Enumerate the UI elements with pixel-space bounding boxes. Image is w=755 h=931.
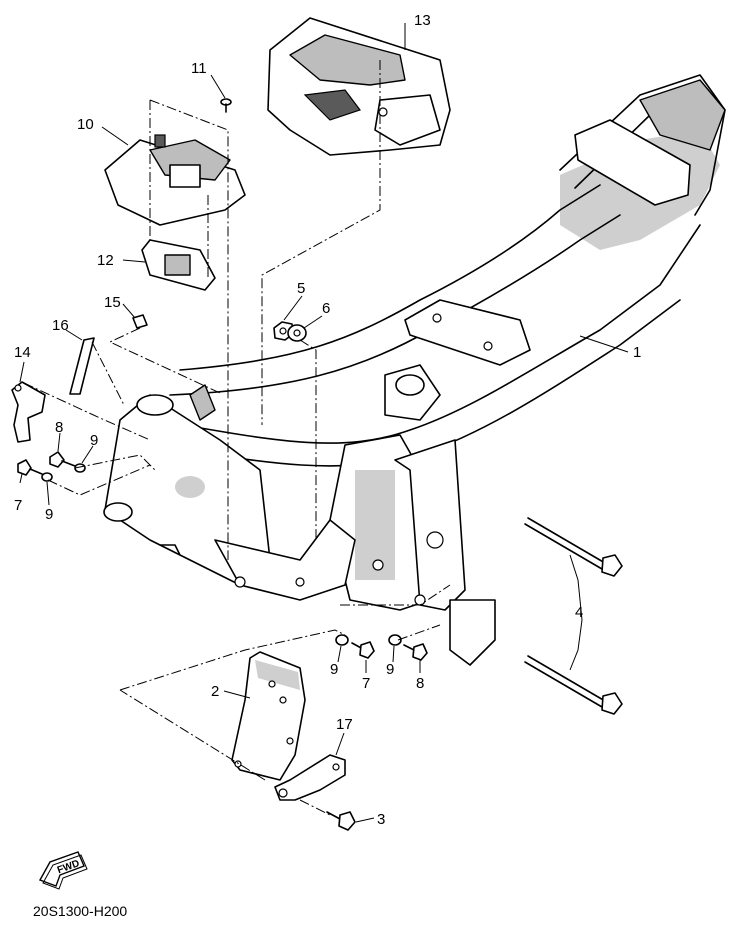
- callout-8-left: 8: [55, 419, 63, 436]
- callout-8-bottom: 8: [416, 675, 424, 692]
- washer-part-9-left-b: [41, 472, 53, 482]
- callout-2: 2: [211, 683, 219, 700]
- main-frame: [103, 74, 726, 666]
- washer-part-9-bottom-b: [388, 634, 402, 646]
- callout-3: 3: [377, 811, 385, 828]
- bracket-part-14: [11, 381, 46, 443]
- callout-7-bottom: 7: [362, 675, 370, 692]
- fwd-arrow-icon: FWD: [38, 851, 88, 890]
- callout-7-left: 7: [14, 497, 22, 514]
- callout-6: 6: [322, 300, 330, 317]
- callout-1: 1: [633, 344, 641, 361]
- plate-part-2: [231, 651, 306, 781]
- long-bolt-part-4-upper: [524, 517, 623, 577]
- long-bolt-part-4-lower: [524, 655, 623, 715]
- callout-16: 16: [52, 317, 69, 334]
- diagram-reference-code: 20S1300-H200: [33, 903, 128, 919]
- washer-part-6: [287, 324, 307, 342]
- callout-9-bottom-b: 9: [386, 661, 394, 678]
- callout-10: 10: [77, 116, 94, 133]
- callout-13: 13: [414, 12, 431, 29]
- holder-part-10: [104, 134, 246, 226]
- callout-11: 11: [191, 60, 207, 77]
- callout-15: 15: [104, 294, 121, 311]
- bolt-part-3: [326, 811, 356, 831]
- callout-9-left-a: 9: [90, 432, 98, 449]
- callout-12: 12: [97, 252, 114, 269]
- callout-5: 5: [297, 280, 305, 297]
- leader-lines: [19, 23, 629, 823]
- bolt-part-7-left: [17, 459, 43, 476]
- bracket-part-17: [274, 754, 346, 801]
- pad-part-16: [69, 337, 95, 395]
- bolt-part-15: [132, 314, 148, 329]
- callout-14: 14: [14, 344, 31, 361]
- bolt-part-7-bottom: [351, 641, 375, 659]
- screw-part-11: [220, 98, 232, 113]
- callout-17: 17: [336, 716, 353, 733]
- callout-9-bottom-a: 9: [330, 661, 338, 678]
- assembly-lines: [23, 60, 451, 816]
- callout-9-left-b: 9: [45, 506, 53, 523]
- battery-cover-part-13: [267, 17, 451, 156]
- bolt-part-8-left: [49, 451, 76, 468]
- washer-part-9-bottom-a: [335, 634, 349, 646]
- bracket-part-12: [141, 239, 216, 291]
- callout-4-upper: 4: [575, 604, 583, 621]
- callout-labels: 1 2 3 4 4 5 6 7 7 8 8 9 9 9 9 10 11 12 1…: [14, 12, 641, 828]
- bolt-part-8-bottom: [403, 643, 428, 661]
